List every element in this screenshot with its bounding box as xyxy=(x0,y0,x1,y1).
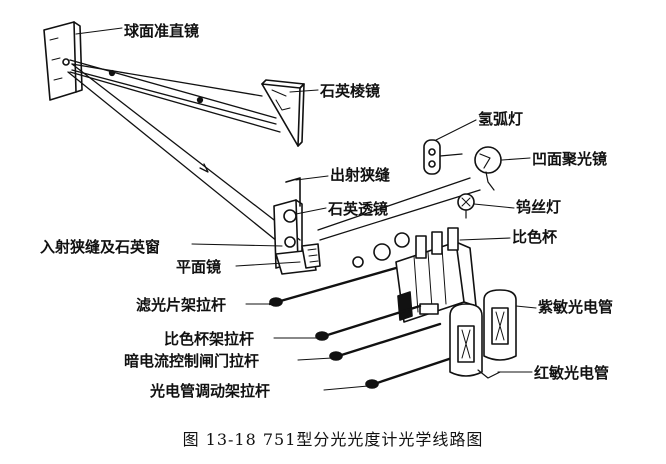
cuvette-holder xyxy=(395,227,477,323)
label-red-phototube: 红敏光电管 xyxy=(534,364,610,382)
exit-slit-post xyxy=(285,177,301,207)
label-cuvette-rod: 比色杯架拉杆 xyxy=(164,330,255,348)
spherical-collimator-mirror xyxy=(43,21,83,101)
leader-lines xyxy=(75,27,537,391)
label-plane-mirror: 平面镜 xyxy=(176,258,222,276)
quartz-prism xyxy=(261,79,305,147)
label-quartz-prism: 石英棱镜 xyxy=(320,82,381,100)
label-entrance-slit-window: 入射狭缝及石英窗 xyxy=(40,238,161,256)
label-phototube-rod: 光电管调动架拉杆 xyxy=(150,382,271,400)
label-dark-current-rod: 暗电流控制闸门拉杆 xyxy=(124,352,260,370)
light-beams xyxy=(69,59,281,133)
label-exit-slit: 出射狭缝 xyxy=(330,166,391,184)
label-quartz-lens: 石英透镜 xyxy=(328,200,389,218)
main-beam xyxy=(67,63,301,251)
label-violet-phototube: 紫敏光电管 xyxy=(538,298,614,316)
concave-condenser xyxy=(474,146,502,191)
label-filter-rod: 滤光片架拉杆 xyxy=(136,296,227,314)
label-hydrogen-lamp: 氢弧灯 xyxy=(478,110,524,128)
label-concave-condenser: 凹面聚光镜 xyxy=(532,150,608,168)
dark-current-rod-line xyxy=(329,322,442,361)
slit-housing xyxy=(273,199,321,275)
figure-caption: 图 13-18 751型分光光度计光学线路图 xyxy=(182,430,484,449)
label-spherical-collimator: 球面准直镜 xyxy=(124,22,200,40)
red-phototube xyxy=(449,303,501,379)
tungsten-lamp xyxy=(457,193,475,219)
lens-and-spheres xyxy=(317,177,481,268)
filter-rod-line xyxy=(268,266,398,307)
label-cuvette: 比色杯 xyxy=(512,228,558,246)
label-tungsten-lamp: 钨丝灯 xyxy=(516,198,562,216)
violet-phototube xyxy=(483,289,517,361)
cuvette-rod-line xyxy=(315,304,422,341)
hydrogen-lamp xyxy=(423,139,463,175)
